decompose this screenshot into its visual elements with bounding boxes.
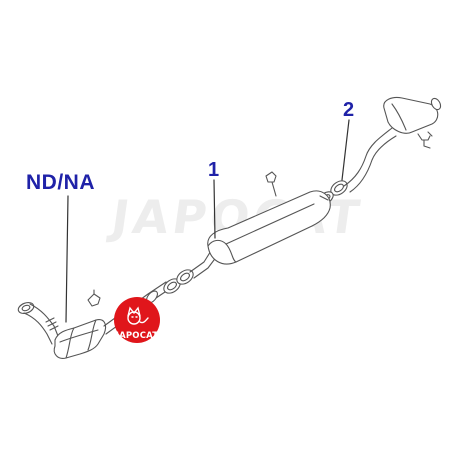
- variant-callout-label: ND/NA: [26, 171, 95, 194]
- rear-muffler: [343, 96, 442, 193]
- leader-lines: [65, 119, 350, 323]
- part-1-callout-label: 1: [208, 159, 220, 181]
- japocat-logo: [114, 297, 160, 343]
- logo-text: JAPOCAT: [115, 331, 159, 341]
- centre-muffler: [189, 171, 331, 279]
- front-pipe-catalytic-converter: [17, 281, 169, 359]
- part-2-callout-label: 2: [343, 99, 355, 121]
